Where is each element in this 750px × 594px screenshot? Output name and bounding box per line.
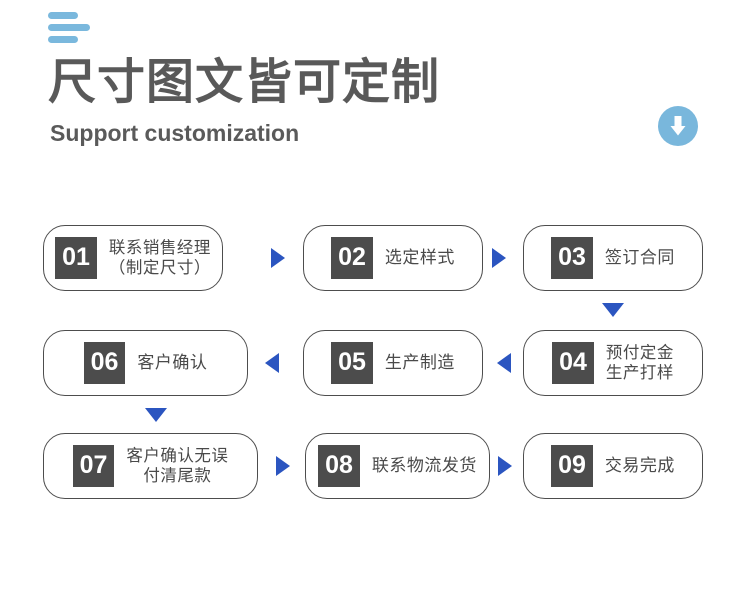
- flow-row-1: 01 联系销售经理 （制定尺寸） 02 选定样式 03 签订合同: [0, 225, 750, 317]
- flow-node-02[interactable]: 02 选定样式: [303, 225, 483, 291]
- process-flow-chart: 01 联系销售经理 （制定尺寸） 02 选定样式 03 签订合同 06 客户确认…: [0, 225, 750, 538]
- flow-node-09-number: 09: [551, 445, 593, 487]
- arrow-05-to-06-icon: [265, 353, 279, 373]
- flow-row-2: 06 客户确认 05 生产制造 04 预付定金 生产打样: [0, 330, 750, 422]
- page-subtitle: Support customization: [50, 120, 300, 146]
- flow-node-06-number: 06: [83, 342, 126, 384]
- flow-node-06[interactable]: 06 客户确认: [43, 330, 248, 396]
- arrow-04-to-05-icon: [497, 353, 511, 373]
- flow-node-05[interactable]: 05 生产制造: [303, 330, 483, 396]
- flow-node-05-number: 05: [331, 342, 373, 384]
- flow-node-03-label: 签订合同: [604, 247, 675, 267]
- flow-node-01-number: 01: [55, 237, 97, 279]
- flow-node-09[interactable]: 09 交易完成: [523, 433, 703, 499]
- flow-node-05-label: 生产制造: [384, 352, 455, 372]
- flow-node-09-label: 交易完成: [604, 455, 675, 475]
- page-header: 尺寸图文皆可定制 Support customization: [0, 0, 750, 190]
- flow-node-01[interactable]: 01 联系销售经理 （制定尺寸）: [43, 225, 223, 291]
- hamburger-bars-icon: [48, 12, 94, 48]
- arrow-02-to-03-icon: [492, 248, 506, 268]
- flow-node-02-number: 02: [331, 237, 373, 279]
- flow-node-04-number: 04: [552, 342, 594, 384]
- flow-node-04[interactable]: 04 预付定金 生产打样: [523, 330, 703, 396]
- flow-node-02-label: 选定样式: [384, 247, 455, 267]
- flow-node-03-number: 03: [551, 237, 593, 279]
- arrow-06-to-07-icon: [145, 408, 167, 422]
- arrow-03-to-04-icon: [602, 303, 624, 317]
- flow-node-01-label: 联系销售经理 （制定尺寸）: [108, 238, 211, 277]
- flow-node-08-label: 联系物流发货: [371, 455, 477, 475]
- flow-node-08-number: 08: [318, 445, 360, 487]
- arrow-07-to-08-icon: [276, 456, 290, 476]
- flow-row-3: 07 客户确认无误 付清尾款 08 联系物流发货 09 交易完成: [0, 433, 750, 503]
- flow-node-06-label: 客户确认: [137, 352, 208, 372]
- flow-node-07[interactable]: 07 客户确认无误 付清尾款: [43, 433, 258, 499]
- flow-node-07-label: 客户确认无误 付清尾款: [126, 446, 229, 485]
- arrow-08-to-09-icon: [498, 456, 512, 476]
- flow-node-04-label: 预付定金 生产打样: [605, 343, 674, 382]
- download-arrow-icon[interactable]: [658, 106, 698, 146]
- flow-node-08[interactable]: 08 联系物流发货: [305, 433, 490, 499]
- flow-node-07-number: 07: [72, 445, 115, 487]
- page-title: 尺寸图文皆可定制: [48, 56, 441, 109]
- flow-node-03[interactable]: 03 签订合同: [523, 225, 703, 291]
- arrow-01-to-02-icon: [271, 248, 285, 268]
